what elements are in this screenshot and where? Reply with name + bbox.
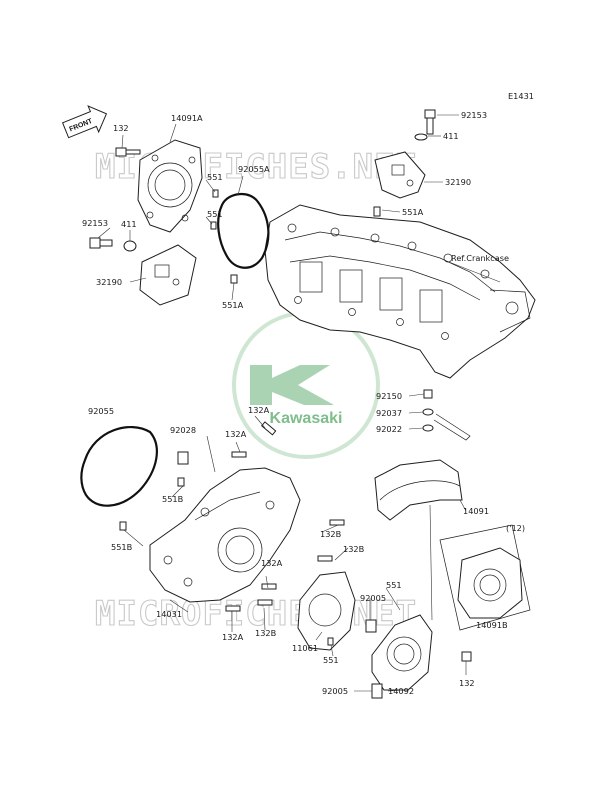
bolt-92153-left-icon <box>89 237 113 249</box>
label-132-top: 132 <box>113 123 129 133</box>
label-14091A: 14091A <box>171 113 203 123</box>
label-14092: 14092 <box>388 686 414 696</box>
label-92153-top: 92153 <box>461 110 487 120</box>
label-132A-d: 132A <box>222 632 244 642</box>
label-551A-top: 551A <box>402 207 424 217</box>
cover-14092 <box>371 614 433 691</box>
crankcase <box>264 204 536 379</box>
washer-411-top-icon <box>414 133 428 141</box>
label-92028: 92028 <box>170 425 196 435</box>
label-551-b: 551 <box>207 209 223 219</box>
bracket-32190-left <box>139 244 197 306</box>
washer-411-left-icon <box>123 240 137 252</box>
dowel-551A-mid-icon <box>230 274 238 284</box>
label-92005-b: 92005 <box>322 686 348 696</box>
watermark-bottom: MICROFICHES.NET <box>95 594 417 634</box>
fitting-92005-b-icon <box>371 683 383 699</box>
dowel-551-icon <box>210 189 219 230</box>
label-551B-b: 551B <box>111 542 133 552</box>
label-14031: 14031 <box>156 609 182 619</box>
label-551-a: 551 <box>207 172 223 182</box>
leader-lines <box>97 114 501 692</box>
bolt-132-lower-icon <box>461 651 472 662</box>
fitting-92005-a-icon <box>365 619 377 633</box>
label-411-left: 411 <box>121 219 137 229</box>
label-11061: 11061 <box>292 643 318 653</box>
label-92150: 92150 <box>376 391 402 401</box>
inset-12-box <box>439 524 531 631</box>
diagram-code: E1431 <box>508 91 534 101</box>
label-551-d: 551 <box>323 655 339 665</box>
label-14091: 14091 <box>463 506 489 516</box>
front-arrow-icon: FRONT <box>61 105 108 139</box>
label-92055A: 92055A <box>238 164 270 174</box>
label-ref-crankcase: Ref.Crankcase <box>451 253 509 263</box>
dowel-551-lower-icon <box>327 637 334 646</box>
label-14091B: 14091B <box>476 620 508 630</box>
label-132B-a: 132B <box>320 529 342 539</box>
label-132A-c: 132A <box>261 558 283 568</box>
label-551-c: 551 <box>386 580 402 590</box>
dowel-551A-top-icon <box>373 206 381 217</box>
label-92022: 92022 <box>376 424 402 434</box>
label-12: ('12) <box>506 523 525 533</box>
label-92055: 92055 <box>88 406 114 416</box>
bolt-132-icon <box>115 147 141 157</box>
label-132A-a: 132A <box>225 429 247 439</box>
bolt-92153-top-icon <box>424 109 436 135</box>
gasket-11061 <box>297 571 356 651</box>
label-132B-b: 132B <box>343 544 365 554</box>
label-411-top: 411 <box>443 131 459 141</box>
label-92005-a: 92005 <box>360 593 386 603</box>
label-551B-a: 551B <box>162 494 184 504</box>
label-132-bottom: 132 <box>459 678 475 688</box>
oring-92055A <box>217 193 270 269</box>
kawasaki-logo: Kawasaki <box>232 311 380 459</box>
label-551A-mid: 551A <box>222 300 244 310</box>
cover-14091A <box>137 139 203 233</box>
breather-group <box>422 389 471 441</box>
bolts-132-icon <box>119 421 345 612</box>
label-32190-top: 32190 <box>445 177 471 187</box>
oring-92055 <box>80 425 158 507</box>
part-labels: E1431 92153 411 32190 551A Ref.Crankcase… <box>82 91 534 696</box>
bracket-32190-top <box>374 151 426 199</box>
label-132B-c: 132B <box>255 628 277 638</box>
logo-text: Kawasaki <box>270 410 343 427</box>
label-92037: 92037 <box>376 408 402 418</box>
cover-14031 <box>149 451 301 603</box>
label-132A-b: 132A <box>248 405 270 415</box>
cover-14091 <box>374 459 463 521</box>
label-92153-left: 92153 <box>82 218 108 228</box>
label-32190-left: 32190 <box>96 277 122 287</box>
